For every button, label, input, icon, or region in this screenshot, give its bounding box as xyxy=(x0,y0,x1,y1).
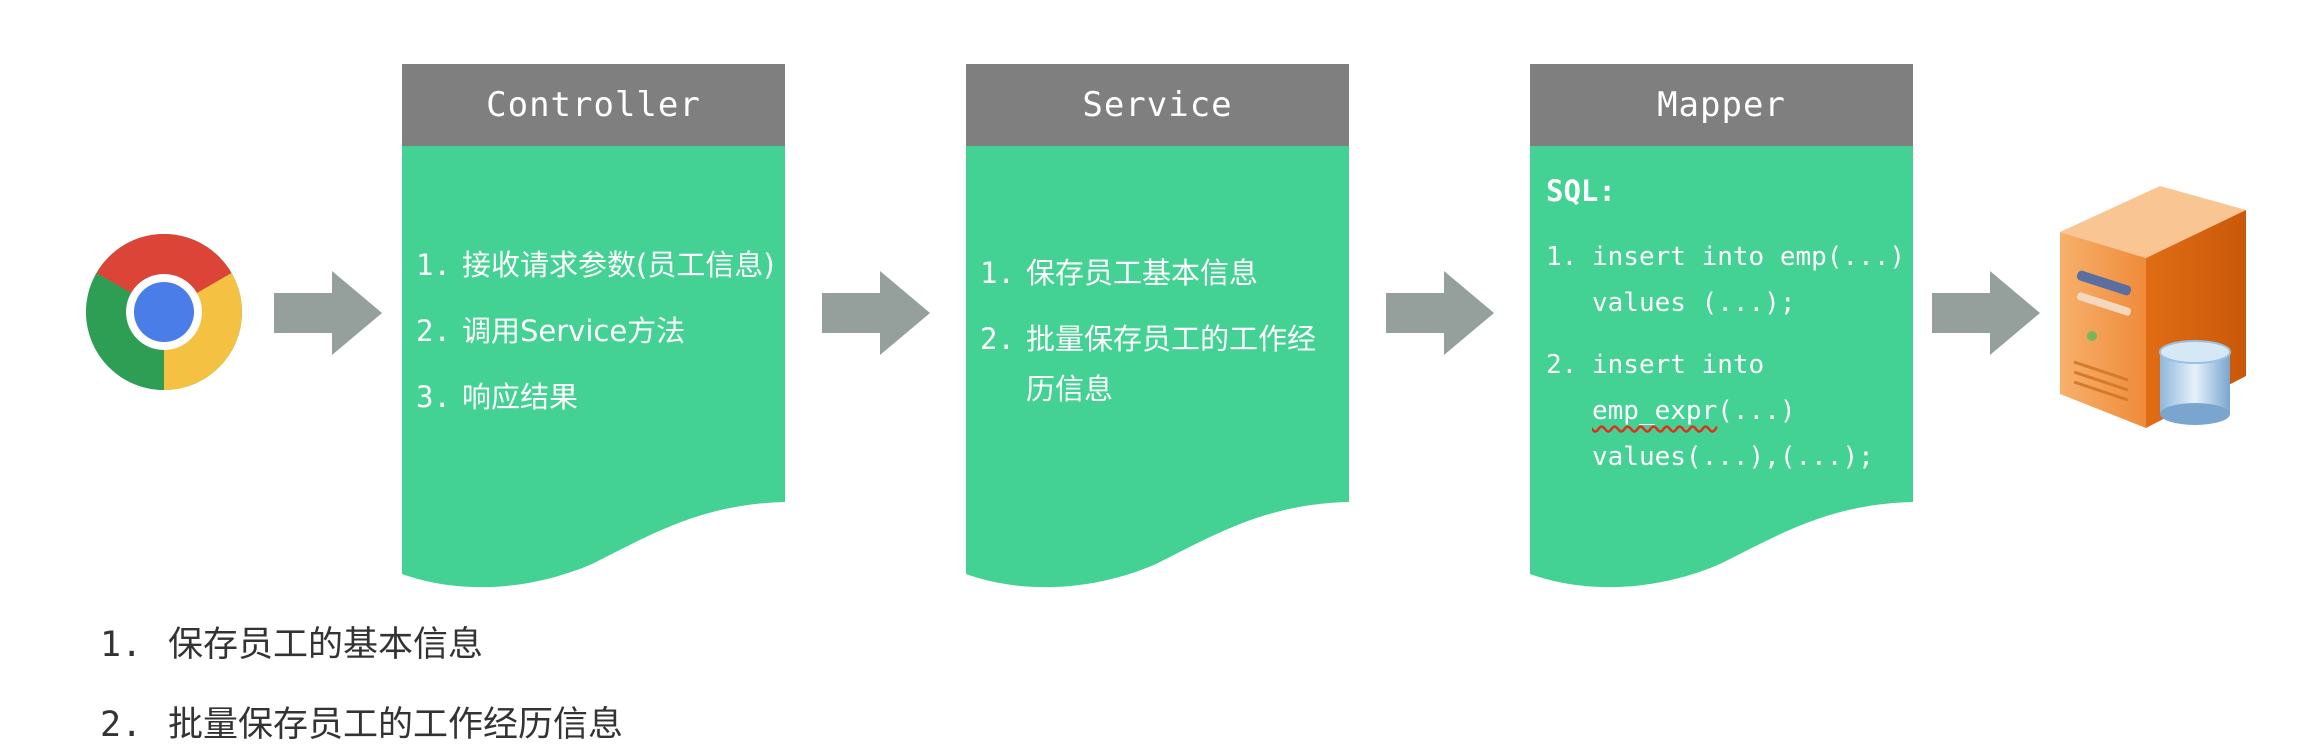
note-number: 2. xyxy=(100,705,143,745)
note-number: 1. xyxy=(100,625,143,665)
service-title: Service xyxy=(1082,85,1233,125)
sql-line: emp_expr(...) xyxy=(1546,388,1911,434)
step-text: 批量保存员工的工作经 xyxy=(1026,322,1317,356)
step-text: 保存员工基本信息 xyxy=(1026,256,1259,290)
sql-line: values(...),(...); xyxy=(1592,442,1874,472)
step-number: 3. xyxy=(416,380,451,414)
controller-panel-shape xyxy=(402,64,785,588)
controller-step: 3. 响应结果 xyxy=(416,372,781,422)
note-item: 1. 保存员工的基本信息 xyxy=(100,616,483,667)
service-step: 1. 保存员工基本信息 xyxy=(980,248,1345,298)
mapper-title: Mapper xyxy=(1657,85,1786,125)
step-text: 接收请求参数(员工信息) xyxy=(462,248,775,282)
mapper-step: 1. insert into emp(...) values (...); xyxy=(1546,234,1911,326)
table-name: emp_expr xyxy=(1592,396,1718,426)
step-number: 1. xyxy=(980,256,1015,290)
service-step-continued: 历信息 xyxy=(980,364,1345,414)
service-panel: Service 1. 保存员工基本信息 2. 批量保存员工的工作经 历信息 xyxy=(966,64,1349,594)
step-text: 调用Service方法 xyxy=(462,314,686,348)
database-server-icon xyxy=(2060,186,2246,428)
note-text: 批量保存员工的工作经历信息 xyxy=(168,705,624,745)
service-panel-shape xyxy=(966,64,1349,588)
step-number: 2. xyxy=(416,314,451,348)
arrow-right-icon xyxy=(274,271,382,355)
controller-step: 2. 调用Service方法 xyxy=(416,306,781,356)
mapper-panel: Mapper SQL: 1. insert into emp(...) value… xyxy=(1530,64,1913,594)
sql-fragment: (...) xyxy=(1717,396,1796,426)
step-number: 2. xyxy=(1546,350,1578,380)
sql-line: insert into emp(...) xyxy=(1592,242,1906,272)
step-text: 历信息 xyxy=(1026,372,1114,406)
sql-label: SQL: xyxy=(1546,174,1616,208)
sql-line: insert into xyxy=(1592,350,1765,380)
service-step: 2. 批量保存员工的工作经 xyxy=(980,314,1345,364)
mapper-panel-shape xyxy=(1530,64,1913,588)
step-number: 2. xyxy=(980,322,1015,356)
arrow-right-icon xyxy=(822,271,930,355)
note-item: 2. 批量保存员工的工作经历信息 xyxy=(100,696,623,747)
arrow-right-icon xyxy=(1386,271,1494,355)
sql-line: values (...); xyxy=(1592,288,1796,318)
controller-step: 1. 接收请求参数(员工信息) xyxy=(416,240,781,290)
mapper-step: 2. insert into emp_expr(...) values(...),… xyxy=(1546,342,1911,480)
step-number: 1. xyxy=(1546,242,1578,272)
controller-panel: Controller 1.接收请求参数(员工信息) 2.调用Service方法 … xyxy=(402,64,785,594)
step-text: 响应结果 xyxy=(462,380,579,414)
note-text: 保存员工的基本信息 xyxy=(168,625,484,665)
step-number: 1. xyxy=(416,248,451,282)
arrow-right-icon xyxy=(1932,271,2040,355)
chrome-browser-icon xyxy=(86,234,242,390)
controller-title: Controller xyxy=(486,85,701,125)
